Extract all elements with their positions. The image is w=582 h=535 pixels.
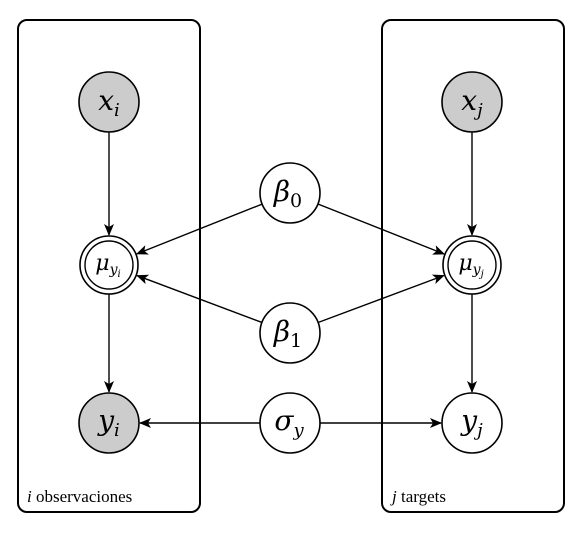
node-y-j-circle [441,392,503,454]
plate-targets-text: targets [397,487,446,506]
node-mu-i: μyi [79,235,139,295]
node-y-j: yj [441,392,503,454]
edges [104,132,477,428]
node-x-j-base: x [461,84,477,117]
edge-beta-0-to-mu-j [317,203,446,255]
nodes: xi xj μyi μyj β0 β1 [78,71,503,454]
node-x-j-circle [441,71,503,133]
node-x-j: xj [441,71,503,133]
node-y-i-sub: i [114,420,120,441]
node-y-i-label: yi [96,404,120,441]
node-x-j-sub: j [473,100,483,121]
node-mu-j-base: μ [458,251,472,276]
plate-observations [17,19,201,513]
node-mu-i-label: μyi [95,251,120,280]
node-y-i-base: y [96,404,115,437]
node-beta-0-circle [259,162,321,224]
node-mu-i-inner-ring [84,240,134,290]
node-y-i: yi [78,392,140,454]
node-x-i-label: xi [98,84,120,121]
node-y-j-sub: j [473,420,483,441]
node-beta-1-base: β [273,315,290,348]
node-y-j-base: y [459,404,478,437]
node-mu-j-circle [442,235,502,295]
node-mu-j-subsub: j [479,269,484,280]
node-beta-1-circle [259,302,321,364]
edge-beta-1-to-mu-j [317,274,445,324]
node-sigma-y-label: σy [274,404,304,441]
node-sigma-y-base: σ [274,404,294,437]
node-x-j-label: xj [461,84,483,121]
plate-targets [381,19,565,513]
node-mu-j: μyj [442,235,502,295]
node-beta-0: β0 [259,162,321,224]
node-beta-1-sub: 1 [290,330,302,352]
plate-observations-text: observaciones [32,487,133,506]
node-mu-i-circle [79,235,139,295]
plate-targets-label: j targets [390,487,446,506]
node-y-i-circle [78,392,140,454]
node-sigma-y: σy [259,392,321,454]
node-mu-i-subsub: i [118,269,121,280]
node-beta-0-label: β0 [273,175,302,212]
node-x-i-base: x [98,84,114,117]
node-mu-j-inner-ring [447,240,497,290]
node-beta-0-base: β [273,175,290,208]
node-mu-i-sub: y [109,262,119,278]
edge-beta-0-to-mu-i [135,203,263,255]
node-beta-0-sub: 0 [290,190,302,212]
node-x-i-sub: i [114,100,120,121]
node-y-j-label: yj [459,404,483,441]
node-x-i: xi [78,71,140,133]
node-beta-1: β1 [259,302,321,364]
plate-observations-index: i [27,487,32,506]
node-mu-j-sub: y [472,262,482,278]
plate-observations-label: i observaciones [27,487,132,506]
node-x-i-circle [78,71,140,133]
edge-beta-1-to-mu-i [136,274,263,324]
node-mu-i-base: μ [95,251,109,276]
node-beta-1-label: β1 [273,315,302,352]
node-sigma-y-circle [259,392,321,454]
plate-targets-index: j [390,487,397,506]
node-sigma-y-sub: y [292,420,304,441]
node-mu-j-label: μyj [458,251,483,280]
